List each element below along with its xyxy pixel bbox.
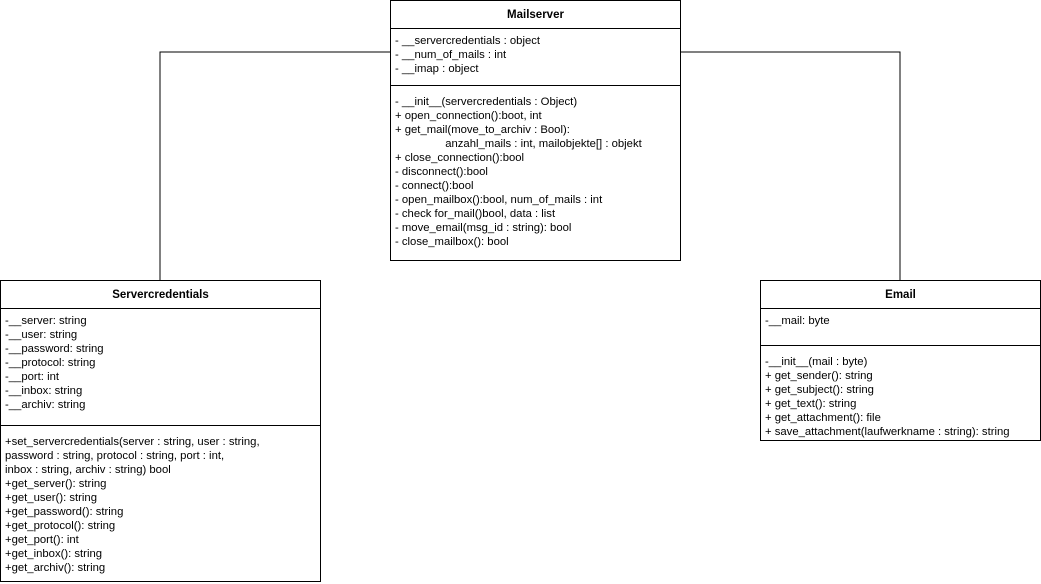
class-methods: - __init__(servercredentials : Object) + … <box>391 86 680 249</box>
method-item: - check for_mail()bool, data : list <box>395 208 556 220</box>
method-item: - connect():bool <box>395 180 474 192</box>
method-item: + get_text(): string <box>765 398 857 410</box>
method-item: - disconnect():bool <box>395 166 488 178</box>
method-item: password : string, protocol : string, po… <box>5 450 225 462</box>
method-item: - move_email(msg_id : string): bool <box>395 222 572 234</box>
method-item: +get_protocol(): string <box>5 520 116 532</box>
attribute-item: -__protocol: string <box>5 357 96 369</box>
method-item: + close_connection():bool <box>395 152 525 164</box>
method-item: - __init__(servercredentials : Object) <box>395 96 578 108</box>
class-name: Email <box>761 281 1040 309</box>
mailserver-to-email-line <box>680 51 901 281</box>
method-item: inbox : string, archiv : string) bool <box>5 464 171 476</box>
attribute-item: -__archiv: string <box>5 399 86 411</box>
method-item: + get_mail(move_to_archiv : Bool): <box>395 124 570 136</box>
method-item: + open_connection():boot, int <box>395 110 542 122</box>
class-methods: -__init__(mail : byte) + get_sender(): st… <box>761 346 1040 439</box>
attribute-item: -__mail: byte <box>765 315 830 327</box>
method-item: +get_port(): int <box>5 534 79 546</box>
mailserver-to-servercredentials-line <box>159 51 390 281</box>
attribute-item: -__password: string <box>5 343 104 355</box>
class-name: Mailserver <box>391 1 680 29</box>
class-methods: +set_servercredentials(server : string, … <box>1 426 320 575</box>
method-item: + get_sender(): string <box>765 370 873 382</box>
method-item: +get_server(): string <box>5 478 107 490</box>
attribute-item: - __servercredentials : object <box>395 35 541 47</box>
method-item: - close_mailbox(): bool <box>395 236 509 248</box>
class-servercredentials[interactable]: Servercredentials -__server: string -__us… <box>0 280 321 582</box>
attribute-item: -__inbox: string <box>5 385 83 397</box>
method-item: +get_inbox(): string <box>5 548 103 560</box>
attribute-item: -__server: string <box>5 315 87 327</box>
attribute-item: - __imap : object <box>395 63 479 75</box>
class-attributes: -__mail: byte <box>761 309 1040 346</box>
method-item: -__init__(mail : byte) <box>765 356 868 368</box>
attribute-item: -__user: string <box>5 329 78 341</box>
attribute-item: - __num_of_mails : int <box>395 49 507 61</box>
method-item: +set_servercredentials(server : string, … <box>5 436 260 448</box>
method-item: +get_password(): string <box>5 506 124 518</box>
method-item: + save_attachment(laufwerkname : string)… <box>765 426 1010 438</box>
method-item: anzahl_mails : int, mailobjekte[] : obje… <box>395 138 642 150</box>
method-item: + get_subject(): string <box>765 384 874 396</box>
attribute-item: -__port: int <box>5 371 60 383</box>
class-attributes: - __servercredentials : object - __num_of… <box>391 29 680 86</box>
class-email[interactable]: Email -__mail: byte -__init__(mail : byt… <box>760 280 1041 441</box>
class-name: Servercredentials <box>1 281 320 309</box>
class-attributes: -__server: string -__user: string -__passw… <box>1 309 320 426</box>
method-item: +get_archiv(): string <box>5 562 106 574</box>
method-item: + get_attachment(): file <box>765 412 881 424</box>
method-item: +get_user(): string <box>5 492 97 504</box>
class-mailserver[interactable]: Mailserver - __servercredentials : objec… <box>390 0 681 261</box>
method-item: - open_mailbox():bool, num_of_mails : in… <box>395 194 603 206</box>
